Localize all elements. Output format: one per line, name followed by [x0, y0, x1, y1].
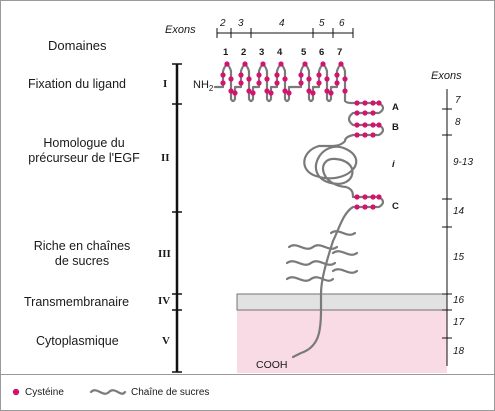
right-exon-label: 18 — [453, 346, 465, 357]
domain-label-sugar: Riche en chaînes de sucres — [33, 239, 131, 268]
sugar-chain — [285, 276, 335, 282]
legend-divider — [1, 374, 494, 375]
top-exon-label: 4 — [279, 18, 285, 29]
right-exon-label: 7 — [455, 95, 461, 106]
right-exon-label: 17 — [453, 317, 465, 328]
right-exon-label: 8 — [455, 117, 461, 128]
top-exon-label: 3 — [238, 18, 244, 29]
domain-roman-iv: IV — [158, 295, 171, 307]
repeat-number: 6 — [319, 47, 325, 58]
right-exon-scale — [442, 89, 452, 366]
egf-repeat-c: C — [392, 201, 399, 212]
domain-label-cytoplasmic: Cytoplasmique — [36, 334, 119, 348]
repeat-number: 4 — [277, 47, 283, 58]
repeat-number: 2 — [241, 47, 247, 58]
n-terminus-label: NH2 — [193, 79, 214, 94]
c-terminus-label: COOH — [256, 359, 288, 371]
sugar-chain — [331, 250, 359, 256]
legend-sugar-label: Chaîne de sucres — [131, 387, 210, 398]
right-exon-label: 9-13 — [453, 157, 474, 168]
sugar-chain — [287, 244, 339, 250]
right-exon-label: 14 — [453, 206, 465, 217]
top-exon-label: 5 — [319, 18, 325, 29]
domain-label-egf: Homologue du précurseur de l'EGF — [28, 136, 140, 165]
top-exon-scale — [216, 28, 354, 38]
exons-right-title: Exons — [431, 70, 462, 82]
repeat-number: 7 — [337, 47, 343, 58]
cytoplasm-region — [237, 310, 447, 373]
cysteine-dots — [220, 61, 382, 210]
right-exon-label: 16 — [453, 295, 465, 306]
repeat-number: 3 — [259, 47, 265, 58]
domain-axis-ticks — [172, 63, 182, 373]
egf-repeat-i: i — [392, 159, 395, 170]
protein-chain — [213, 63, 385, 359]
domain-roman-ii: II — [161, 152, 170, 164]
egf-repeat-a: A — [392, 102, 399, 113]
domain-roman-iii: III — [158, 248, 171, 260]
sugar-chain — [329, 230, 357, 236]
repeat-number: 1 — [223, 47, 229, 58]
repeat-number: 5 — [301, 47, 307, 58]
domain-label-ligand: Fixation du ligand — [28, 77, 126, 91]
right-exon-label: 15 — [453, 252, 465, 263]
domain-roman-v: V — [162, 335, 170, 347]
top-exon-label: 6 — [339, 18, 345, 29]
legend-cysteine-label: Cystéine — [25, 387, 64, 398]
membrane-band — [236, 293, 448, 311]
egf-repeat-b: B — [392, 122, 399, 133]
domain-roman-i: I — [163, 78, 168, 90]
domain-label-transmembrane: Transmembranaire — [24, 295, 130, 309]
exons-top-title: Exons — [165, 24, 196, 36]
legend-cysteine-dot — [12, 388, 20, 396]
sugar-chain — [285, 260, 337, 266]
domains-title: Domaines — [48, 38, 107, 53]
top-exon-label: 2 — [220, 18, 226, 29]
legend-chain-glyph — [89, 389, 127, 395]
sugar-chain — [331, 268, 359, 274]
